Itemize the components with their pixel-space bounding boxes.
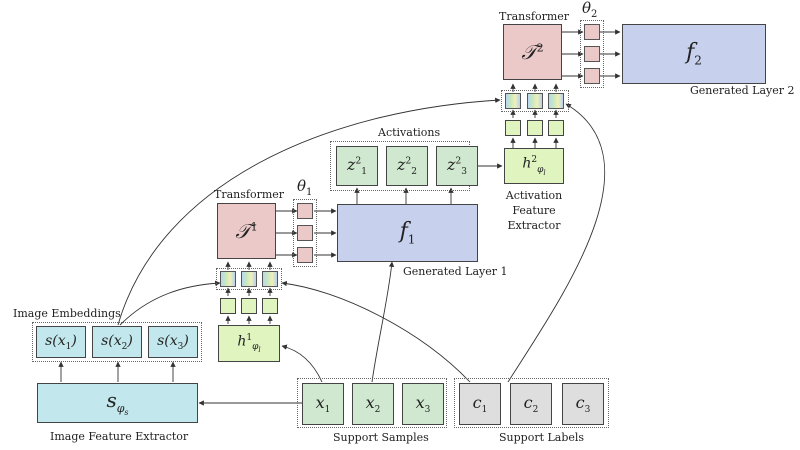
t1-symbol: 𝒯1 bbox=[235, 219, 258, 243]
left-feature-3 bbox=[262, 298, 278, 314]
activation-feature-extractor-label: Activation Feature Extractor bbox=[505, 189, 563, 232]
c3-box: c3 bbox=[562, 383, 604, 425]
s-phi-symbol: sφs bbox=[106, 388, 129, 418]
c1-symbol: c1 bbox=[472, 392, 488, 416]
s-x1-symbol: s(x1) bbox=[45, 332, 77, 352]
h2-box: h2φl bbox=[504, 148, 564, 184]
theta1-label: θ1 bbox=[297, 177, 313, 199]
transformer-left-label: Transformer bbox=[214, 188, 285, 201]
left-feature-2 bbox=[241, 298, 257, 314]
z1-symbol: z21 bbox=[347, 154, 367, 178]
support-labels-group bbox=[454, 378, 609, 428]
image-embeddings-group bbox=[32, 322, 202, 362]
top-token-2 bbox=[527, 93, 543, 109]
s-x2-box: s(x2) bbox=[92, 326, 142, 358]
c3-symbol: c3 bbox=[575, 392, 591, 416]
x1-symbol: x1 bbox=[315, 392, 331, 416]
top-feature-3 bbox=[548, 120, 564, 136]
theta1-param-1 bbox=[297, 203, 313, 219]
left-token-2 bbox=[241, 271, 257, 287]
image-feature-extractor-box: sφs bbox=[37, 383, 198, 423]
theta1-group bbox=[293, 199, 317, 267]
x1-box: x1 bbox=[302, 383, 344, 425]
f2-box: f2 bbox=[622, 24, 766, 84]
generated-layer-1-label: Generated Layer 1 bbox=[403, 265, 508, 278]
support-labels-label: Support Labels bbox=[499, 431, 585, 444]
support-samples-group bbox=[297, 378, 447, 428]
h2-symbol: h2φl bbox=[522, 155, 546, 177]
z3-symbol: z23 bbox=[447, 154, 467, 178]
s-x3-symbol: s(x3) bbox=[157, 332, 189, 352]
h1-symbol: h1φl bbox=[237, 332, 261, 355]
x2-box: x2 bbox=[352, 383, 394, 425]
top-feature-1 bbox=[505, 120, 521, 136]
transformer-t2-box: 𝒯2 bbox=[503, 24, 562, 80]
s-x3-box: s(x3) bbox=[148, 326, 198, 358]
image-embeddings-label: Image Embeddings bbox=[13, 307, 121, 320]
f1-symbol: f1 bbox=[399, 219, 416, 247]
theta2-param-3 bbox=[584, 68, 600, 84]
t2-symbol: 𝒯2 bbox=[521, 40, 544, 64]
left-token-1 bbox=[220, 271, 236, 287]
f2-symbol: f2 bbox=[686, 40, 702, 68]
theta1-param-2 bbox=[297, 225, 313, 241]
c2-box: c2 bbox=[510, 383, 552, 425]
top-feature-2 bbox=[527, 120, 543, 136]
left-feature-1 bbox=[220, 298, 236, 314]
left-token-3 bbox=[262, 271, 278, 287]
theta2-label: θ2 bbox=[582, 0, 598, 21]
generated-layer-2-label: Generated Layer 2 bbox=[690, 84, 795, 97]
support-samples-label: Support Samples bbox=[333, 431, 429, 444]
x3-symbol: x3 bbox=[415, 392, 431, 416]
c1-box: c1 bbox=[459, 383, 501, 425]
c2-symbol: c2 bbox=[523, 392, 539, 416]
theta2-group bbox=[580, 20, 604, 88]
top-token-1 bbox=[505, 93, 521, 109]
h1-box: h1φl bbox=[218, 325, 280, 362]
activations-label: Activations bbox=[378, 126, 441, 139]
z3-box: z23 bbox=[436, 146, 478, 186]
z1-box: z21 bbox=[336, 146, 378, 186]
top-token-group bbox=[501, 90, 569, 112]
x3-box: x3 bbox=[402, 383, 444, 425]
s-x2-symbol: s(x2) bbox=[101, 332, 133, 352]
f1-box: f1 bbox=[337, 204, 478, 262]
theta2-param-2 bbox=[584, 46, 600, 62]
top-token-3 bbox=[548, 93, 564, 109]
theta2-param-1 bbox=[584, 24, 600, 40]
z2-symbol: z22 bbox=[397, 154, 417, 178]
transformer-t1-box: 𝒯1 bbox=[217, 203, 276, 259]
z2-box: z22 bbox=[386, 146, 428, 186]
transformer-top-label: Transformer bbox=[499, 10, 570, 23]
s-x1-box: s(x1) bbox=[36, 326, 86, 358]
theta1-param-3 bbox=[297, 247, 313, 263]
x2-symbol: x2 bbox=[365, 392, 381, 416]
image-feature-extractor-label: Image Feature Extractor bbox=[50, 430, 189, 443]
left-token-group bbox=[216, 268, 282, 290]
